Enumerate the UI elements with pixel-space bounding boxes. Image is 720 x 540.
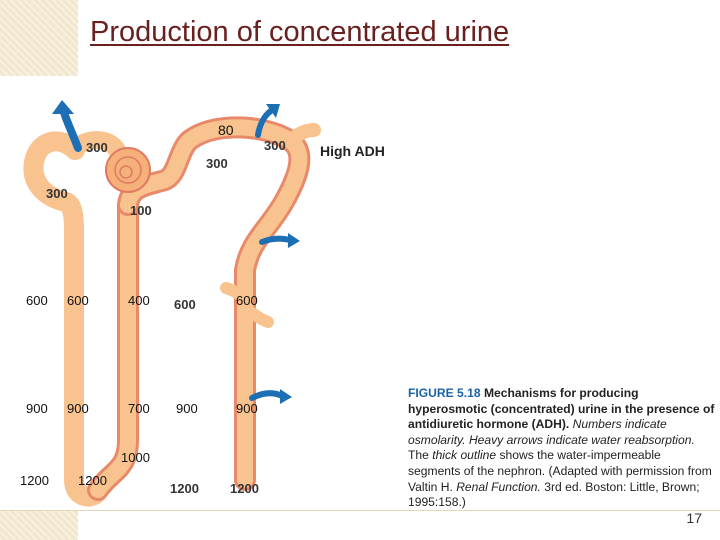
overlay-1200-col2: 1200 bbox=[78, 473, 107, 488]
figure-number: FIGURE 5.18 bbox=[408, 386, 481, 400]
label-100: 100 bbox=[130, 203, 152, 218]
footer-divider bbox=[0, 510, 720, 511]
caption-heading: Mechanisms for producing hyperosmotic (c… bbox=[408, 386, 715, 432]
collecting-duct-branch-right bbox=[242, 304, 274, 328]
label-300-right: 300 bbox=[264, 138, 286, 153]
caption-text-1: Numbers indicate osmolarity. bbox=[408, 417, 667, 447]
label-300-distal: 300 bbox=[206, 156, 228, 171]
water-arrow-distal bbox=[255, 107, 275, 138]
overlay-600-col2: 600 bbox=[67, 293, 89, 308]
label-600-interstitium: 600 bbox=[174, 297, 196, 312]
water-arrow-cd-upper bbox=[259, 235, 293, 245]
label-1200-collecting-duct: 1200 bbox=[230, 481, 259, 496]
overlay-1200-col1: 1200 bbox=[20, 473, 49, 488]
overlay-900-col2: 900 bbox=[67, 401, 89, 416]
high-adh-label: High ADH bbox=[320, 143, 385, 159]
overlay-600-col1: 600 bbox=[26, 293, 48, 308]
overlay-400-col3: 400 bbox=[128, 293, 150, 308]
overlay-1000: 1000 bbox=[121, 450, 150, 465]
caption-text-5: shows the water-impermeable segments of … bbox=[408, 448, 712, 494]
water-arrow-cd-lower-head bbox=[280, 389, 292, 404]
label-1200-bottom: 1200 bbox=[170, 481, 199, 496]
label-300-glomerulus: 300 bbox=[86, 140, 108, 155]
water-arrow-proximal bbox=[60, 108, 82, 152]
caption-text-7: 3rd ed. Boston: Little, Brown; 1995:158.… bbox=[408, 479, 700, 510]
overlay-900-col4: 900 bbox=[176, 401, 198, 416]
label-300-proximal: 300 bbox=[46, 186, 68, 201]
figure-caption: FIGURE 5.18 Mechanisms for producing hyp… bbox=[408, 386, 716, 511]
proximal-tubule bbox=[23, 131, 108, 507]
overlay-900-col1: 900 bbox=[26, 401, 48, 416]
water-arrow-distal-head bbox=[266, 104, 280, 118]
slide-title: Production of concentrated urine bbox=[90, 16, 510, 48]
corner-decoration-bottom bbox=[0, 510, 78, 540]
corner-decoration-top bbox=[0, 0, 78, 76]
distal-tubule bbox=[120, 119, 308, 488]
caption-text-2: Heavy arrows indicate water reabsorption… bbox=[468, 432, 695, 447]
overlay-80: 80 bbox=[218, 122, 234, 138]
overlay-600-col5: 600 bbox=[236, 293, 258, 308]
ascending-limb bbox=[90, 197, 136, 498]
overlay-900-col5: 900 bbox=[236, 401, 258, 416]
collecting-duct-branch-left bbox=[220, 282, 251, 306]
caption-text-4: thick outline bbox=[432, 448, 497, 463]
caption-text-3: The bbox=[408, 448, 429, 463]
water-arrow-cd-lower bbox=[249, 390, 285, 401]
page-number: 17 bbox=[686, 510, 702, 526]
water-arrow-cd-upper-head bbox=[288, 233, 300, 248]
overlay-700-col3: 700 bbox=[128, 401, 150, 416]
glomerulus bbox=[105, 147, 151, 193]
caption-text-6: Renal Function. bbox=[456, 479, 541, 494]
water-arrow-proximal-head bbox=[52, 100, 74, 114]
collecting-duct-branch-top bbox=[285, 123, 321, 147]
